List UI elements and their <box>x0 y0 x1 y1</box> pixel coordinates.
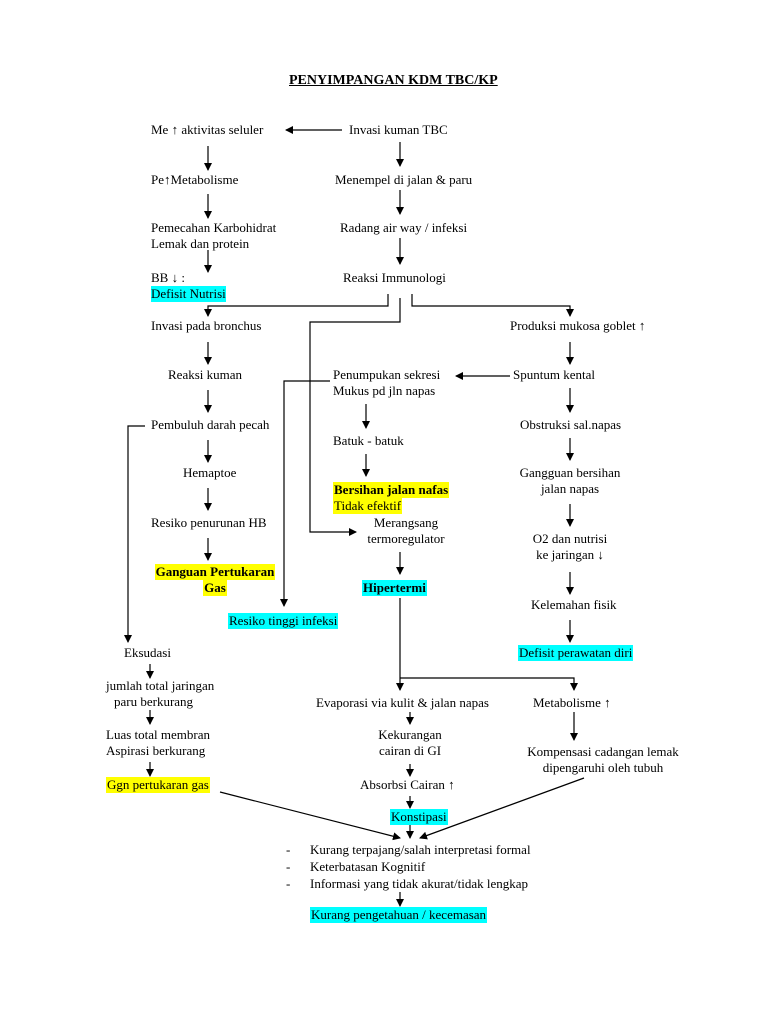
dx-bersihan-jalan-nafas: Bersihan jalan nafas Tidak efektif <box>333 482 450 514</box>
node-pembuluh: Pembuluh darah pecah <box>151 417 270 432</box>
arrow-reaksi-to-produksi <box>411 294 574 317</box>
node-membran-line2: Aspirasi berkurang <box>106 743 206 758</box>
dx-kurang-pengetahuan: Kurang pengetahuan / kecemasan <box>310 907 488 923</box>
node-evaporasi: Evaporasi via kulit & jalan napas <box>316 695 489 710</box>
dx-konstipasi-label: Konstipasi <box>390 809 448 825</box>
node-radang: Radang air way / infeksi <box>340 220 468 235</box>
node-o2-line2: ke jaringan ↓ <box>536 547 604 562</box>
node-kompensasi-line2: dipengaruhi oleh tubuh <box>542 760 664 775</box>
dx-defisit-perawatan-label: Defisit perawatan diri <box>518 645 634 661</box>
node-eksudasi: Eksudasi <box>124 645 171 660</box>
bullet-text: Keterbatasan Kognitif <box>310 859 426 874</box>
node-metabolisme-right: Metabolisme ↑ <box>533 695 611 710</box>
arrow-pembuluh-to-eksudasi <box>124 425 145 643</box>
node-membran-line1: Luas total membran <box>106 727 210 742</box>
node-batuk: Batuk - batuk <box>333 433 404 448</box>
node-obstruksi: Obstruksi sal.napas <box>520 417 622 432</box>
node-invasi-bronchus: Invasi pada bronchus <box>151 318 262 333</box>
arrow-penumpukan-to-infeksi <box>280 380 330 607</box>
dx-defisit-perawatan: Defisit perawatan diri <box>518 645 634 661</box>
arrow-hipertermi-to-metabolisme <box>400 677 578 691</box>
node-bb: BB ↓ : Defisit Nutrisi <box>151 270 226 302</box>
node-gangguan-bersihan-line1: Gangguan bersihan <box>519 465 621 480</box>
dx-ggn-pertukaran-gas: Ggn pertukaran gas <box>106 777 210 793</box>
node-gangguan-bersihan-line2: jalan napas <box>540 481 600 496</box>
node-jaringan-line1: jumlah total jaringan <box>106 678 215 693</box>
arrow-ggn-to-bullets <box>219 791 401 841</box>
node-kekurangan-line1: Kekurangan <box>378 727 442 742</box>
node-merangsang-line2: termoregulator <box>367 531 445 546</box>
dx-gangguan-line2: Gas <box>203 580 227 596</box>
node-penumpukan-line2: Mukus pd jln napas <box>333 383 436 398</box>
node-penumpukan-line1: Penumpukan sekresi <box>333 367 441 382</box>
node-o2: O2 dan nutrisi ke jaringan ↓ <box>520 531 620 563</box>
node-invasi-tbc: Invasi kuman TBC <box>349 122 448 137</box>
node-kekurangan-line2: cairan di GI <box>378 743 442 758</box>
dx-bersihan-line1: Bersihan jalan nafas <box>333 482 450 498</box>
node-pemecahan: Pemecahan Karbohidrat Lemak dan protein <box>151 220 276 252</box>
node-reaksi-kuman: Reaksi kuman <box>168 367 243 382</box>
dx-kurang-pengetahuan-label: Kurang pengetahuan / kecemasan <box>310 907 488 923</box>
node-reaksi-imun: Reaksi Immunologi <box>343 270 446 285</box>
node-resiko-hb: Resiko penurunan HB <box>151 515 267 530</box>
node-o2-line1: O2 dan nutrisi <box>532 531 608 546</box>
arrow-reaksi-to-invasi-bronchus <box>204 294 389 317</box>
dx-resiko-infeksi: Resiko tinggi infeksi <box>228 613 339 629</box>
node-penumpukan: Penumpukan sekresi Mukus pd jln napas <box>333 367 440 399</box>
bullet-marker: - <box>286 876 291 891</box>
bullet-marker: - <box>286 842 291 857</box>
node-jaringan: jumlah total jaringan paru berkurang <box>106 678 214 710</box>
node-absorbsi: Absorbsi Cairan ↑ <box>360 777 455 792</box>
node-metabolisme-left: Pe↑Metabolisme <box>151 172 239 187</box>
node-kelemahan: Kelemahan fisik <box>531 597 617 612</box>
dx-bersihan-line2: Tidak efektif <box>333 498 403 514</box>
dx-gangguan-pertukaran-gas: Ganguan Pertukaran Gas <box>150 564 280 596</box>
node-membran: Luas total membran Aspirasi berkurang <box>106 727 210 759</box>
node-bb-label: BB ↓ : <box>151 270 185 285</box>
node-jaringan-line2: paru berkurang <box>114 694 194 709</box>
bullet-text: Kurang terpajang/salah interpretasi form… <box>310 842 531 857</box>
arrow-kompensasi-to-bullets <box>419 777 585 840</box>
diagram-title: PENYIMPANGAN KDM TBC/KP <box>289 73 498 88</box>
bullet-text: Informasi yang tidak akurat/tidak lengka… <box>310 876 529 891</box>
dx-ggn-label: Ggn pertukaran gas <box>106 777 210 793</box>
node-aktivitas: Me ↑ aktivitas seluler <box>151 122 264 137</box>
node-merangsang: Merangsang termoregulator <box>356 515 456 547</box>
node-kekurangan: Kekurangan cairan di GI <box>360 727 460 759</box>
dx-hipertermi-label: Hipertermi <box>362 580 427 596</box>
dx-resiko-infeksi-label: Resiko tinggi infeksi <box>228 613 339 629</box>
dx-defisit-nutrisi: Defisit Nutrisi <box>151 286 226 302</box>
node-merangsang-line1: Merangsang <box>373 515 439 530</box>
dx-gangguan-line1: Ganguan Pertukaran <box>154 564 276 580</box>
dx-hipertermi: Hipertermi <box>362 580 427 596</box>
node-produksi: Produksi mukosa goblet ↑ <box>510 318 646 333</box>
node-sputum: Spuntum kental <box>513 367 595 382</box>
node-kompensasi-line1: Kompensasi cadangan lemak <box>527 744 679 759</box>
bullet-marker: - <box>286 859 291 874</box>
node-kompensasi: Kompensasi cadangan lemak dipengaruhi ol… <box>508 744 698 776</box>
node-hemaptoe: Hemaptoe <box>183 465 237 480</box>
node-gangguan-bersihan: Gangguan bersihan jalan napas <box>515 465 625 497</box>
node-menempel: Menempel di jalan & paru <box>335 172 473 187</box>
dx-konstipasi: Konstipasi <box>390 809 448 825</box>
arrow-reaksi-to-merangsang <box>309 298 401 536</box>
node-pemecahan-line1: Pemecahan Karbohidrat <box>151 220 277 235</box>
node-pemecahan-line2: Lemak dan protein <box>151 236 250 251</box>
